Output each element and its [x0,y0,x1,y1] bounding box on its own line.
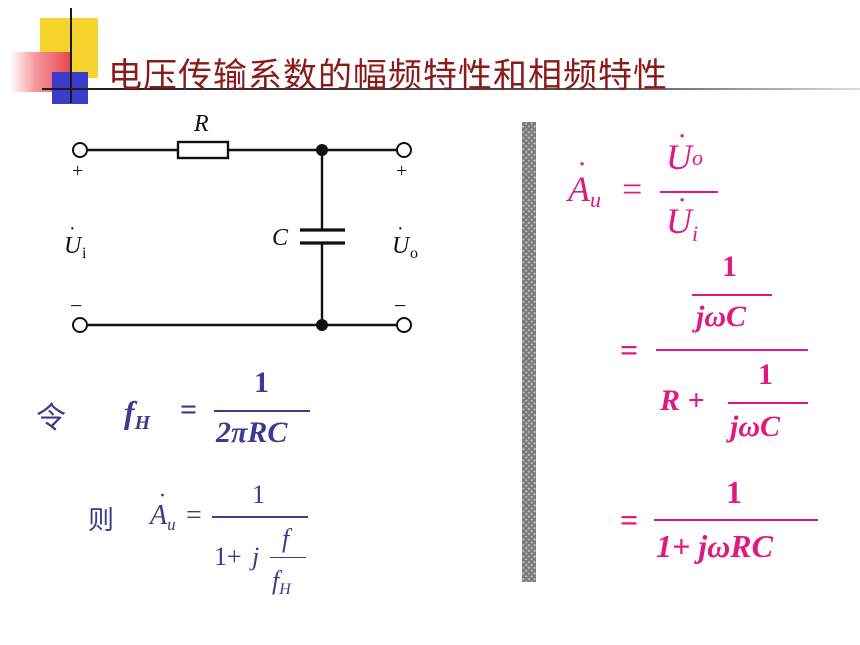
left-au-equals: = [186,500,202,531]
fh-fraction-line [214,410,310,412]
line2-jwc: jωC [696,300,747,333]
left-au-symbol: Au [150,500,176,534]
output-top-terminal [396,142,412,158]
fh-denominator: 2πRC [216,416,288,449]
line3-fraction-line [654,519,818,521]
deco-horizontal-line [42,88,860,90]
left-au-dot: · [159,484,166,509]
line3-num: 1 [726,474,742,510]
left-au-den-prefix: 1+ [214,542,242,571]
line3-den: 1+ jωRC [656,528,773,564]
input-voltage-label: U [64,233,83,259]
output-bottom-terminal [396,317,412,333]
uo-ui-fraction-line [660,191,718,193]
ui-dot: · [678,186,687,216]
page-title: 电压传输系数的幅频特性和相频特性 [108,56,668,96]
input-top-terminal [72,142,88,158]
right-au-dot: · [578,150,587,180]
line2-num-one: 1 [722,250,737,283]
then-label: 则 [88,506,115,536]
rc-circuit-diagram: R C + + − − · U i · U o [64,111,418,333]
left-au-fraction-line [212,516,308,518]
left-au-den-f: f [282,524,290,553]
input-voltage-sub: i [82,245,87,262]
fh-equals: = [180,393,198,426]
uo-symbol: Uo [666,137,703,177]
left-au-den-j: j [252,542,260,571]
top-junction [316,144,328,156]
let-label: 令 [36,401,66,436]
output-voltage-label: U [392,233,411,259]
vertical-separator [522,122,536,582]
line2-main-fraction-line [656,349,808,351]
left-au-numerator: 1 [252,480,265,509]
input-voltage-dot: · [69,218,76,240]
deco-vertical-line [70,8,72,103]
left-au-inner-fraction-line [270,557,306,559]
output-voltage-sub: o [410,245,418,262]
left-au-den-fh: fH [272,566,291,598]
input-minus-label: − [70,293,82,318]
right-eq3: = [620,502,639,538]
output-voltage-dot: · [397,218,404,240]
line2-one-b: 1 [758,358,773,391]
line2-small-fraction-line [692,294,772,296]
ui-symbol: Ui [666,201,699,246]
line2-inner-fraction-line [728,402,808,404]
input-bottom-terminal [72,317,88,333]
line2-r-plus: R + [660,384,705,417]
right-eq1: = [622,169,643,209]
output-minus-label: − [394,293,406,318]
uo-dot: · [678,122,687,152]
line2-jwc-b: jωC [730,410,781,443]
resistor-label: R [193,111,209,137]
input-plus-label: + [72,160,83,182]
right-au-symbol: Au [568,169,601,212]
capacitor-label: C [272,225,289,251]
resistor-symbol [176,140,230,160]
fh-symbol: fH [124,394,151,434]
bottom-junction [316,319,328,331]
right-eq2: = [620,332,639,368]
fh-numerator: 1 [254,366,269,399]
output-plus-label: + [396,160,407,182]
